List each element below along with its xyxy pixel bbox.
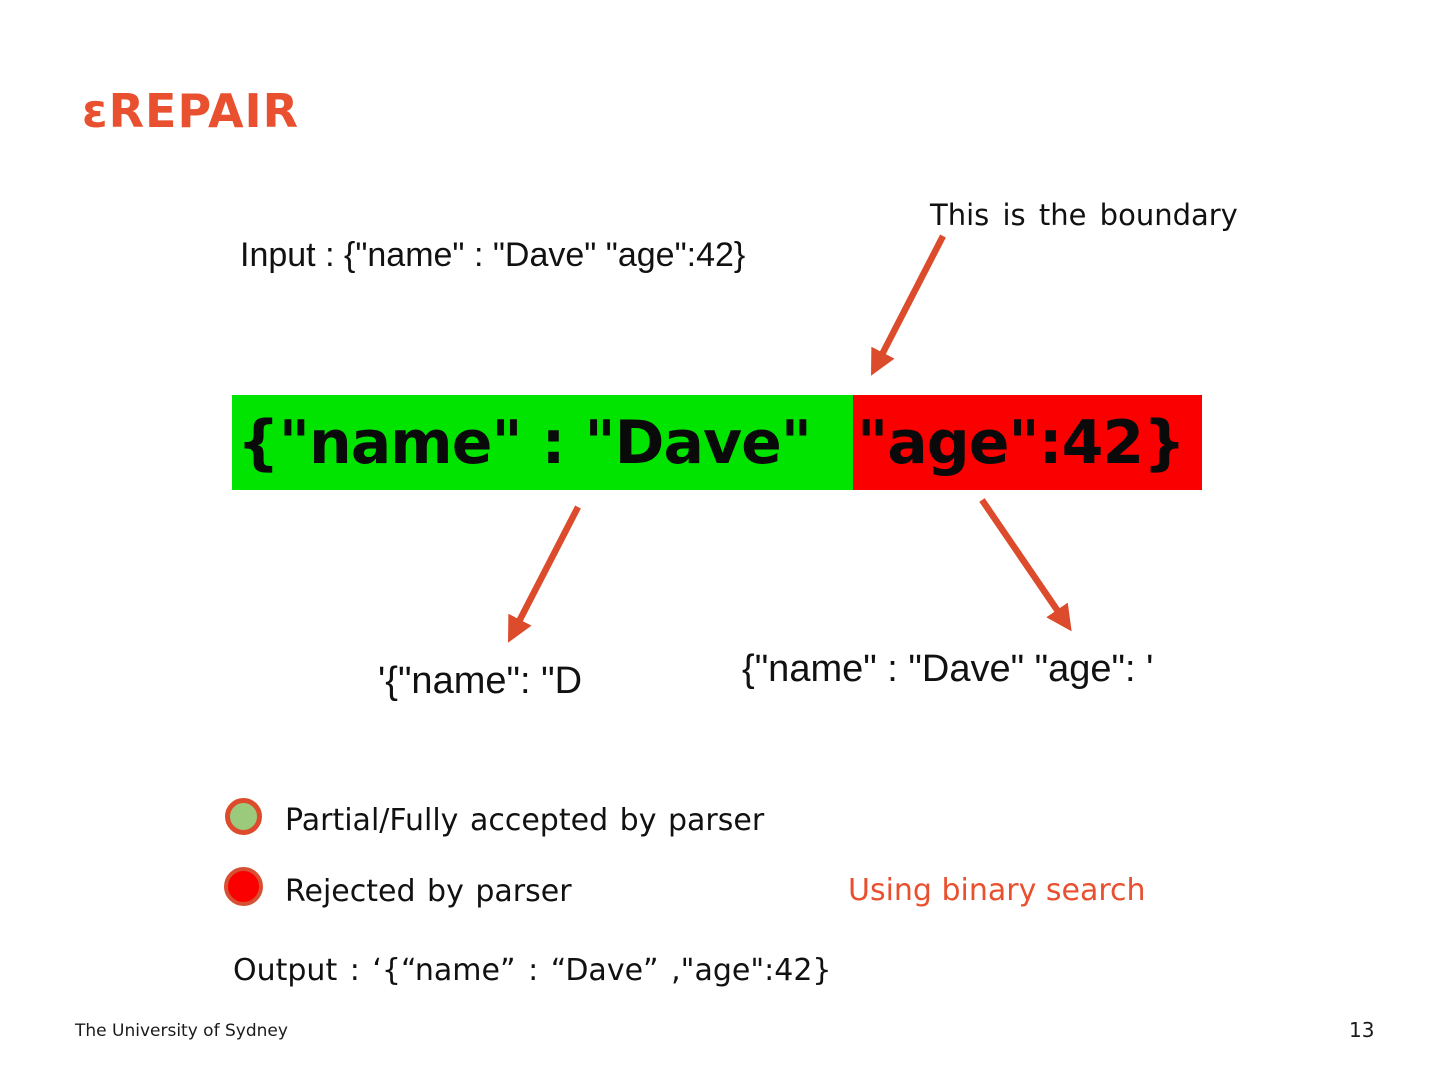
input-string-label: Input : {"name" : "Dave" "age":42}: [240, 236, 746, 274]
accepted-legend-label: Partial/Fully accepted by parser: [285, 803, 765, 838]
rejected-arrow: [979, 498, 1072, 632]
parse-segments-bar: {"name" : "Dave" "age":42}: [232, 395, 1202, 490]
output-string-label: Output : ‘{“name” : “Dave” ,"age":42}: [233, 953, 832, 988]
rejected-segment: "age":42}: [853, 395, 1202, 490]
boundary-arrow: [871, 234, 946, 376]
accepted-arrow: [508, 505, 581, 643]
accepted-segment-text: {"name" : "Dave": [237, 407, 812, 478]
accepted-segment: {"name" : "Dave": [232, 395, 853, 490]
page-number: 13: [1349, 1018, 1375, 1042]
accepted-snippet-label: '{"name": "D: [378, 660, 583, 702]
slide-title: εREPAIR: [82, 84, 300, 138]
rejected-snippet-label: {"name" : "Dave" "age": ': [742, 648, 1154, 690]
footer-institution: The University of Sydney: [75, 1021, 288, 1041]
rejected-legend-icon: [224, 867, 263, 906]
binary-search-note: Using binary search: [848, 873, 1146, 908]
rejected-segment-text: "age":42}: [857, 407, 1186, 478]
accepted-legend-icon: [225, 798, 262, 835]
boundary-annotation: This is the boundary: [930, 198, 1238, 232]
rejected-legend-label: Rejected by parser: [285, 874, 572, 909]
